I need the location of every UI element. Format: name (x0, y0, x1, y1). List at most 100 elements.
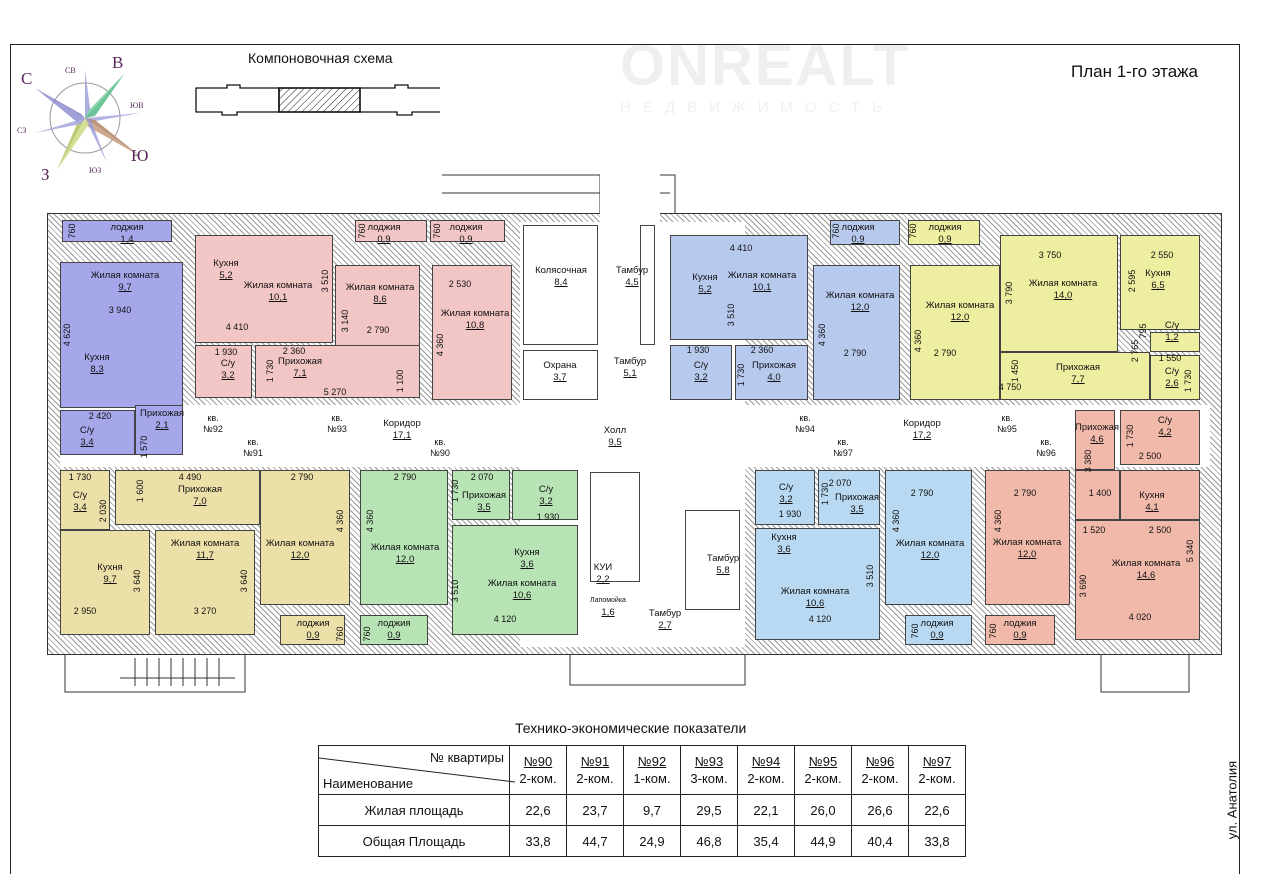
dimension-label: 4 410 (729, 243, 753, 253)
room-p93 (195, 345, 252, 398)
room-p96 (1120, 470, 1200, 520)
room-p94 (670, 345, 732, 400)
tag-number: №90 (430, 448, 450, 458)
dimension-label: 1 730 (736, 363, 746, 387)
room-area: 0,9 (1013, 630, 1027, 641)
dimension-label: 2 360 (282, 346, 306, 356)
tag-number: №92 (203, 424, 223, 434)
dimension-label: 1 930 (778, 509, 802, 519)
dimension-label: 5 270 (323, 387, 347, 397)
room-p92 (60, 262, 183, 408)
dimension-label: 760 (908, 223, 918, 239)
compass-w: З (41, 165, 50, 183)
room-area: 2,7 (658, 620, 672, 631)
dimension-label: 1 930 (214, 347, 238, 357)
tag-prefix: кв. (434, 437, 446, 447)
room-name: Жилая комната (345, 282, 415, 293)
room-p90 (360, 470, 448, 605)
tag-number: №95 (997, 424, 1017, 434)
room-p96 (985, 615, 1055, 645)
room-name: КУИ (593, 562, 613, 573)
room-area: 3,4 (80, 437, 94, 448)
dimension-label: 4 360 (817, 323, 827, 347)
room-p92 (135, 405, 183, 455)
room-name: Прихожая (1055, 362, 1101, 373)
room-p93 (430, 220, 505, 242)
room-name: Прихожая (461, 490, 507, 501)
watermark-brand: ONREALT (620, 33, 911, 98)
room-p91 (260, 470, 350, 605)
room-area: 2,6 (1165, 378, 1179, 389)
dimension-label: 1 730 (265, 359, 275, 383)
dimension-label: 4 360 (435, 333, 445, 357)
circulation-area (600, 160, 660, 230)
watermark-subtitle: НЕДВИЖИМОСТЬ (620, 99, 894, 116)
compass-e: В (112, 53, 123, 72)
dimension-label: 4 120 (493, 614, 517, 624)
room-name: лоджия (110, 222, 144, 233)
room-name: Прихожая (1074, 422, 1120, 433)
room-name: Жилая комната (265, 538, 335, 549)
room-name: Кухня (1139, 490, 1165, 501)
room-p91 (155, 530, 255, 635)
room-name: Тамбур (648, 608, 682, 619)
dimension-label: 760 (357, 223, 367, 239)
room-p97 (885, 470, 972, 605)
dimension-label: 2 500 (1148, 525, 1172, 535)
dimension-label: 2 790 (910, 488, 934, 498)
dimension-label: 3 510 (320, 269, 330, 293)
room-area: 7,7 (1071, 374, 1085, 385)
room-area: 9,7 (103, 574, 117, 585)
room-area: 12,0 (950, 312, 970, 323)
room-name: лоджия (928, 222, 962, 233)
dimension-label: 1 550 (1158, 353, 1182, 363)
dimension-label: 3 790 (1004, 281, 1014, 305)
room-name: Кухня (84, 352, 110, 363)
dimension-label: 4 490 (178, 472, 202, 482)
room-name: Жилая комната (170, 538, 240, 549)
room-p95 (1150, 332, 1200, 352)
room-name: Жилая комната (243, 280, 313, 291)
room-p95 (1120, 235, 1200, 330)
layout-scheme-title: Компоновочная схема (248, 50, 393, 66)
room-name: лоджия (920, 618, 954, 629)
room-name: лоджия (449, 222, 483, 233)
tag-number: №91 (243, 448, 263, 458)
entrance-stairs (64, 651, 246, 693)
dimension-label: 1 730 (820, 482, 830, 506)
room-area: 8,3 (90, 364, 104, 375)
room-name: Лапомойка (590, 597, 626, 604)
room-p90 (452, 525, 578, 635)
dimension-label: 2 360 (750, 345, 774, 355)
room-p93 (255, 345, 420, 398)
room-name: Жилая комната (487, 578, 557, 589)
dimension-label: 1 930 (686, 345, 710, 355)
room-area: 0,9 (851, 234, 865, 245)
dimension-label: 4 360 (335, 509, 345, 533)
dimension-label: 4 360 (993, 509, 1003, 533)
dimension-label: 3 380 (1083, 449, 1093, 473)
dimension-label: 1 930 (536, 512, 560, 522)
room-area: 0,9 (306, 630, 320, 641)
room-area: 0,9 (938, 234, 952, 245)
apartment-tag: кв.№96 (1036, 437, 1056, 459)
room-area: 3,2 (779, 494, 793, 505)
room-area: 4,1 (1145, 502, 1159, 513)
